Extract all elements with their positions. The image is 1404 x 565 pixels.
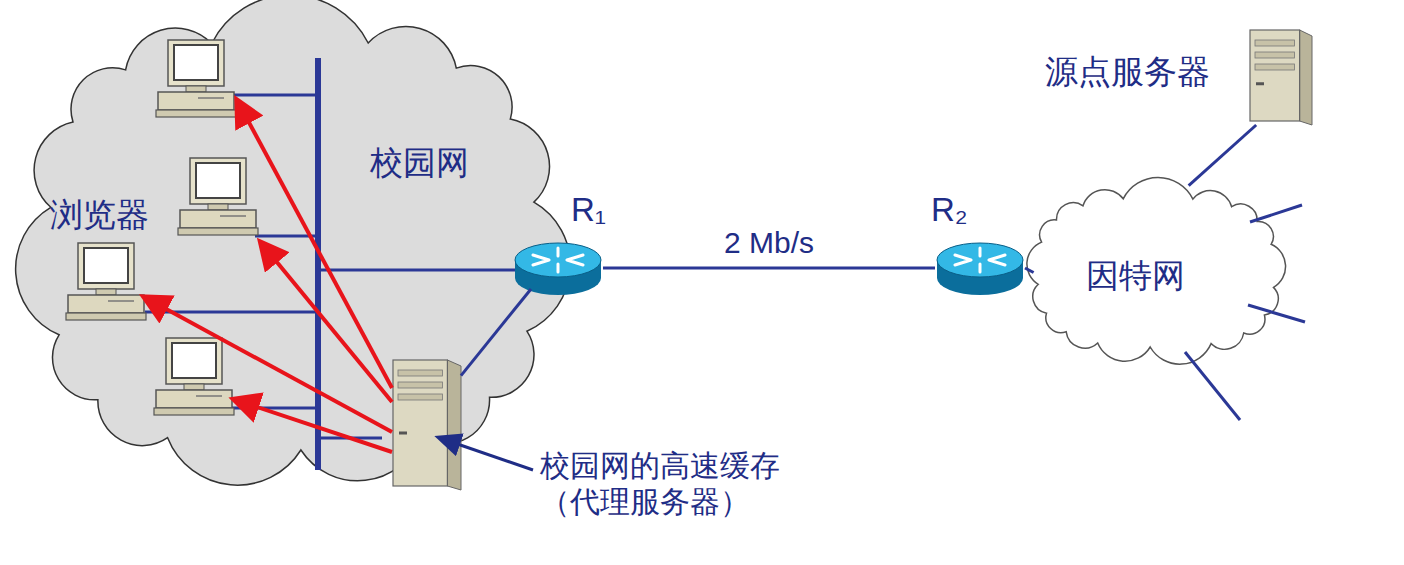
node-label: 校园网 — [370, 143, 469, 183]
drive-bay — [398, 370, 442, 376]
base-unit — [158, 92, 234, 110]
bus-stub — [232, 94, 318, 97]
monitor — [190, 158, 246, 204]
proxy-server-outline — [393, 360, 461, 490]
monitor — [168, 40, 224, 86]
drive-bay — [1255, 52, 1295, 58]
node-label: 因特网 — [1086, 256, 1185, 296]
drive-bay — [398, 394, 442, 400]
server-tower — [393, 360, 461, 490]
node-label: 校园网的高速缓存 （代理服务器） — [540, 448, 789, 520]
router-outline — [513, 238, 603, 298]
node-label: R₁ — [571, 190, 606, 230]
bus-stub — [232, 407, 318, 410]
origin-server: 源点服务器 — [1250, 30, 1312, 125]
led — [399, 432, 407, 435]
drive-bay — [1255, 40, 1295, 46]
drive-bay — [1255, 64, 1295, 70]
screen — [84, 248, 128, 283]
stand — [184, 384, 204, 390]
base-unit — [156, 390, 232, 408]
router-arrows — [955, 248, 1005, 272]
base-unit — [68, 295, 144, 313]
stand — [186, 86, 206, 92]
router: R₂ — [935, 238, 1025, 298]
keyboard — [156, 110, 236, 117]
drive-slot — [108, 300, 134, 302]
drive-bay — [398, 382, 442, 388]
drive-slot — [220, 215, 246, 217]
screen — [172, 343, 216, 378]
bus-stub — [318, 269, 515, 272]
stand — [96, 289, 116, 295]
screen — [174, 45, 218, 80]
node-label: 源点服务器 — [1045, 52, 1210, 92]
node-label: 浏览器 — [50, 195, 149, 235]
tower-side — [1300, 30, 1312, 125]
pc-icon — [154, 338, 234, 415]
keyboard — [154, 408, 234, 415]
link-label: 2 Mb/s — [724, 226, 814, 260]
router: R₁ — [513, 238, 603, 298]
pc-icon — [156, 40, 236, 117]
tower-side — [447, 360, 461, 490]
pc-icon — [66, 243, 146, 320]
cloud-shape — [1027, 177, 1286, 364]
tower-front — [393, 360, 447, 486]
router-top — [937, 243, 1023, 277]
network-link — [1189, 125, 1257, 186]
cloud-shape — [16, 0, 571, 485]
keyboard — [66, 313, 146, 320]
screen — [196, 163, 240, 198]
led — [1256, 82, 1264, 85]
network-link — [603, 267, 935, 270]
proxy-server: 校园网的高速缓存 （代理服务器） — [393, 360, 461, 490]
server-link — [1185, 352, 1240, 420]
node-label: R₂ — [931, 190, 968, 230]
server-link — [1250, 205, 1302, 222]
router-top — [515, 243, 601, 277]
origin-server-outline — [1250, 30, 1312, 125]
monitor — [166, 338, 222, 384]
drive-slot — [196, 395, 222, 397]
internet-cloud: 因特网 — [1020, 180, 1292, 365]
keyboard — [178, 228, 258, 235]
router-outline — [935, 238, 1025, 298]
base-unit — [180, 210, 256, 228]
server-tower — [1250, 30, 1312, 125]
router-arrows — [533, 248, 583, 272]
monitor — [78, 243, 134, 289]
drive-slot — [198, 97, 224, 99]
pc-icon — [178, 158, 258, 235]
stand — [208, 204, 228, 210]
tower-front — [1250, 30, 1300, 121]
